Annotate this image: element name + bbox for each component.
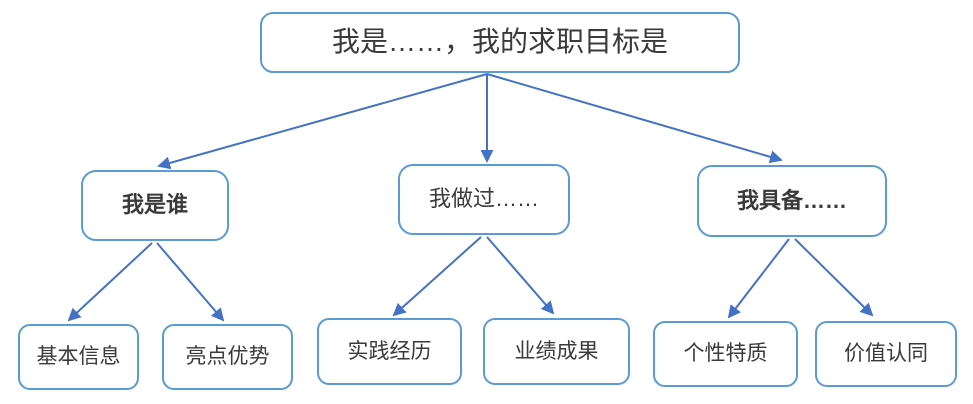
node-value-identification: 价值认同 bbox=[815, 321, 957, 387]
node-what-i-did: 我做过…… bbox=[398, 164, 570, 235]
arrow-root-to-who bbox=[157, 73, 488, 170]
node-who-am-i: 我是谁 bbox=[81, 170, 229, 241]
arrow-have-to-personality bbox=[727, 238, 790, 319]
node-performance-results: 业绩成果 bbox=[483, 318, 630, 385]
node-what-i-have: 我具备…… bbox=[697, 165, 887, 237]
arrow-have-to-value bbox=[794, 238, 874, 317]
arrow-did-to-practice bbox=[392, 236, 482, 317]
node-basic-info: 基本信息 bbox=[18, 324, 139, 390]
arrow-root-to-have bbox=[486, 73, 783, 164]
node-highlight-advantages: 亮点优势 bbox=[162, 324, 293, 390]
node-personality-traits: 个性特质 bbox=[653, 321, 798, 387]
node-root: 我是……，我的求职目标是 bbox=[260, 12, 740, 73]
node-practical-experience: 实践经历 bbox=[317, 318, 462, 385]
arrow-who-to-highlight bbox=[156, 242, 225, 322]
arrow-who-to-basic bbox=[67, 242, 153, 322]
arrow-did-to-results bbox=[486, 236, 555, 315]
